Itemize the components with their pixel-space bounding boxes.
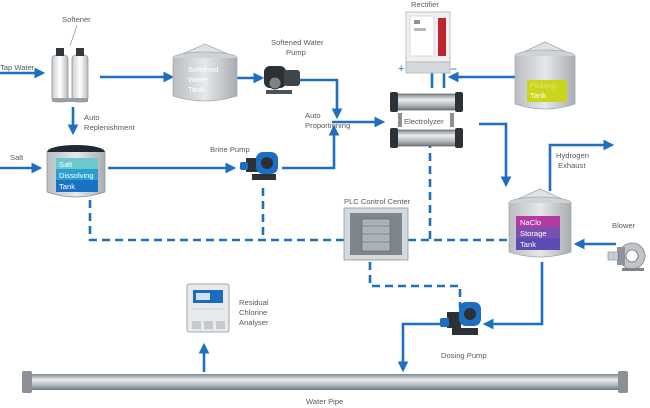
naclo-storage-tank: NaClo Storage Tank [508,188,572,258]
analyser-icon [186,283,230,333]
hydrogen-exhaust-label-2: Exhaust [558,161,586,170]
plc-icon [343,207,409,261]
dosing-to-water-pipe-line [397,322,445,373]
control-signal-lines [88,140,508,308]
pickling-tank-label-1: Pickling [530,81,556,90]
brine-pump-label: Brine Pump [210,145,250,154]
auto-proportioning-label-1: Auto [305,111,321,120]
naclo-tank-label-1: NaClo [520,218,541,227]
hydrogen-exhaust-label-1: Hydrogen [556,151,589,160]
dosing-pump: Dosing Pump [440,302,487,360]
electrolyzer-to-storage-line [479,122,512,188]
dosing-pump-label: Dosing Pump [441,351,487,360]
storage-to-dosing-pump-line [482,262,544,330]
softened-water-pump: Softened Water Pump [264,38,324,94]
softener-icon [51,48,89,103]
positive-terminal-label: + [398,63,404,75]
auto-replenishment-label-2: Replenishment [84,123,136,132]
hydrogen-exhaust-line [548,139,615,191]
softened-water-tank-label-1: Softened [188,65,218,74]
negative-terminal-label: − [450,62,457,76]
salt-input-label: Salt [10,153,24,162]
plc-label: PLC Control Center [344,197,411,206]
water-pipe-icon [22,371,628,393]
water-pipe: Water Pipe [22,371,628,406]
electrolyzer-icon [390,92,463,148]
pump-to-proportioning-line [300,78,343,120]
softened-water-pump-label-1: Softened Water [271,38,324,47]
brine-pump-to-proportioning-line [282,124,340,170]
salt-tank-label-1: Salt [59,160,73,169]
rectifier-label: Rectifier [411,0,439,9]
blower-label: Blower [612,221,636,230]
salt-dissolving-tank: Salt Salt Dissolving Tank [10,145,106,198]
rectifier-icon [405,11,451,74]
softened-water-tank: Softened Water Tank [172,43,238,102]
tank-icon [46,145,106,198]
softened-water-tank-label-3: Tank [188,85,204,94]
analyser-label-3: Analyser [239,318,269,327]
auto-proportioning-label-2: Proportioning [305,121,350,130]
softened-water-pump-label-2: Pump [286,48,306,57]
process-pipes [0,67,616,373]
residual-chlorine-analyser: Residual Chlorine Analyser [186,283,269,333]
analyser-label-1: Residual [239,298,269,307]
dosing-pump-signal-line [368,262,462,308]
auto-replenishment-label-1: Auto [84,113,100,122]
plc-control-center: PLC Control Center [343,197,411,261]
analyser-label-2: Chlorine [239,308,267,317]
pickling-tank-label-2: Tank [530,91,546,100]
softener: Softener Tap Water [0,15,91,103]
electrolyzer-label: Electrolyzer [404,117,444,126]
brine-pump: Brine Pump [210,145,278,180]
salt-tank-signal-line [88,200,345,242]
water-pipe-label: Water Pipe [306,397,343,406]
softened-water-tank-label-2: Water [188,75,208,84]
tank-icon [514,41,576,110]
electrolyzer: Electrolyzer [390,92,463,148]
salt-tank-label-2: Dissolving [59,171,94,180]
tank-icon [508,188,572,258]
tap-water-label: Tap Water [0,63,35,72]
softener-label: Softener [62,15,91,24]
pump-icon [240,152,278,180]
tank-icon [172,43,238,102]
pickling-tank: Pickling Tank [514,41,576,110]
naclo-tank-label-2: Storage [520,229,547,238]
rectifier: Rectifier + − [398,0,457,76]
salt-tank-label-3: Tank [59,182,75,191]
pump-icon [264,66,300,94]
blower-icon [607,242,646,271]
pump-icon [440,302,481,335]
blower: Blower [607,221,646,271]
naclo-tank-label-3: Tank [520,240,536,249]
